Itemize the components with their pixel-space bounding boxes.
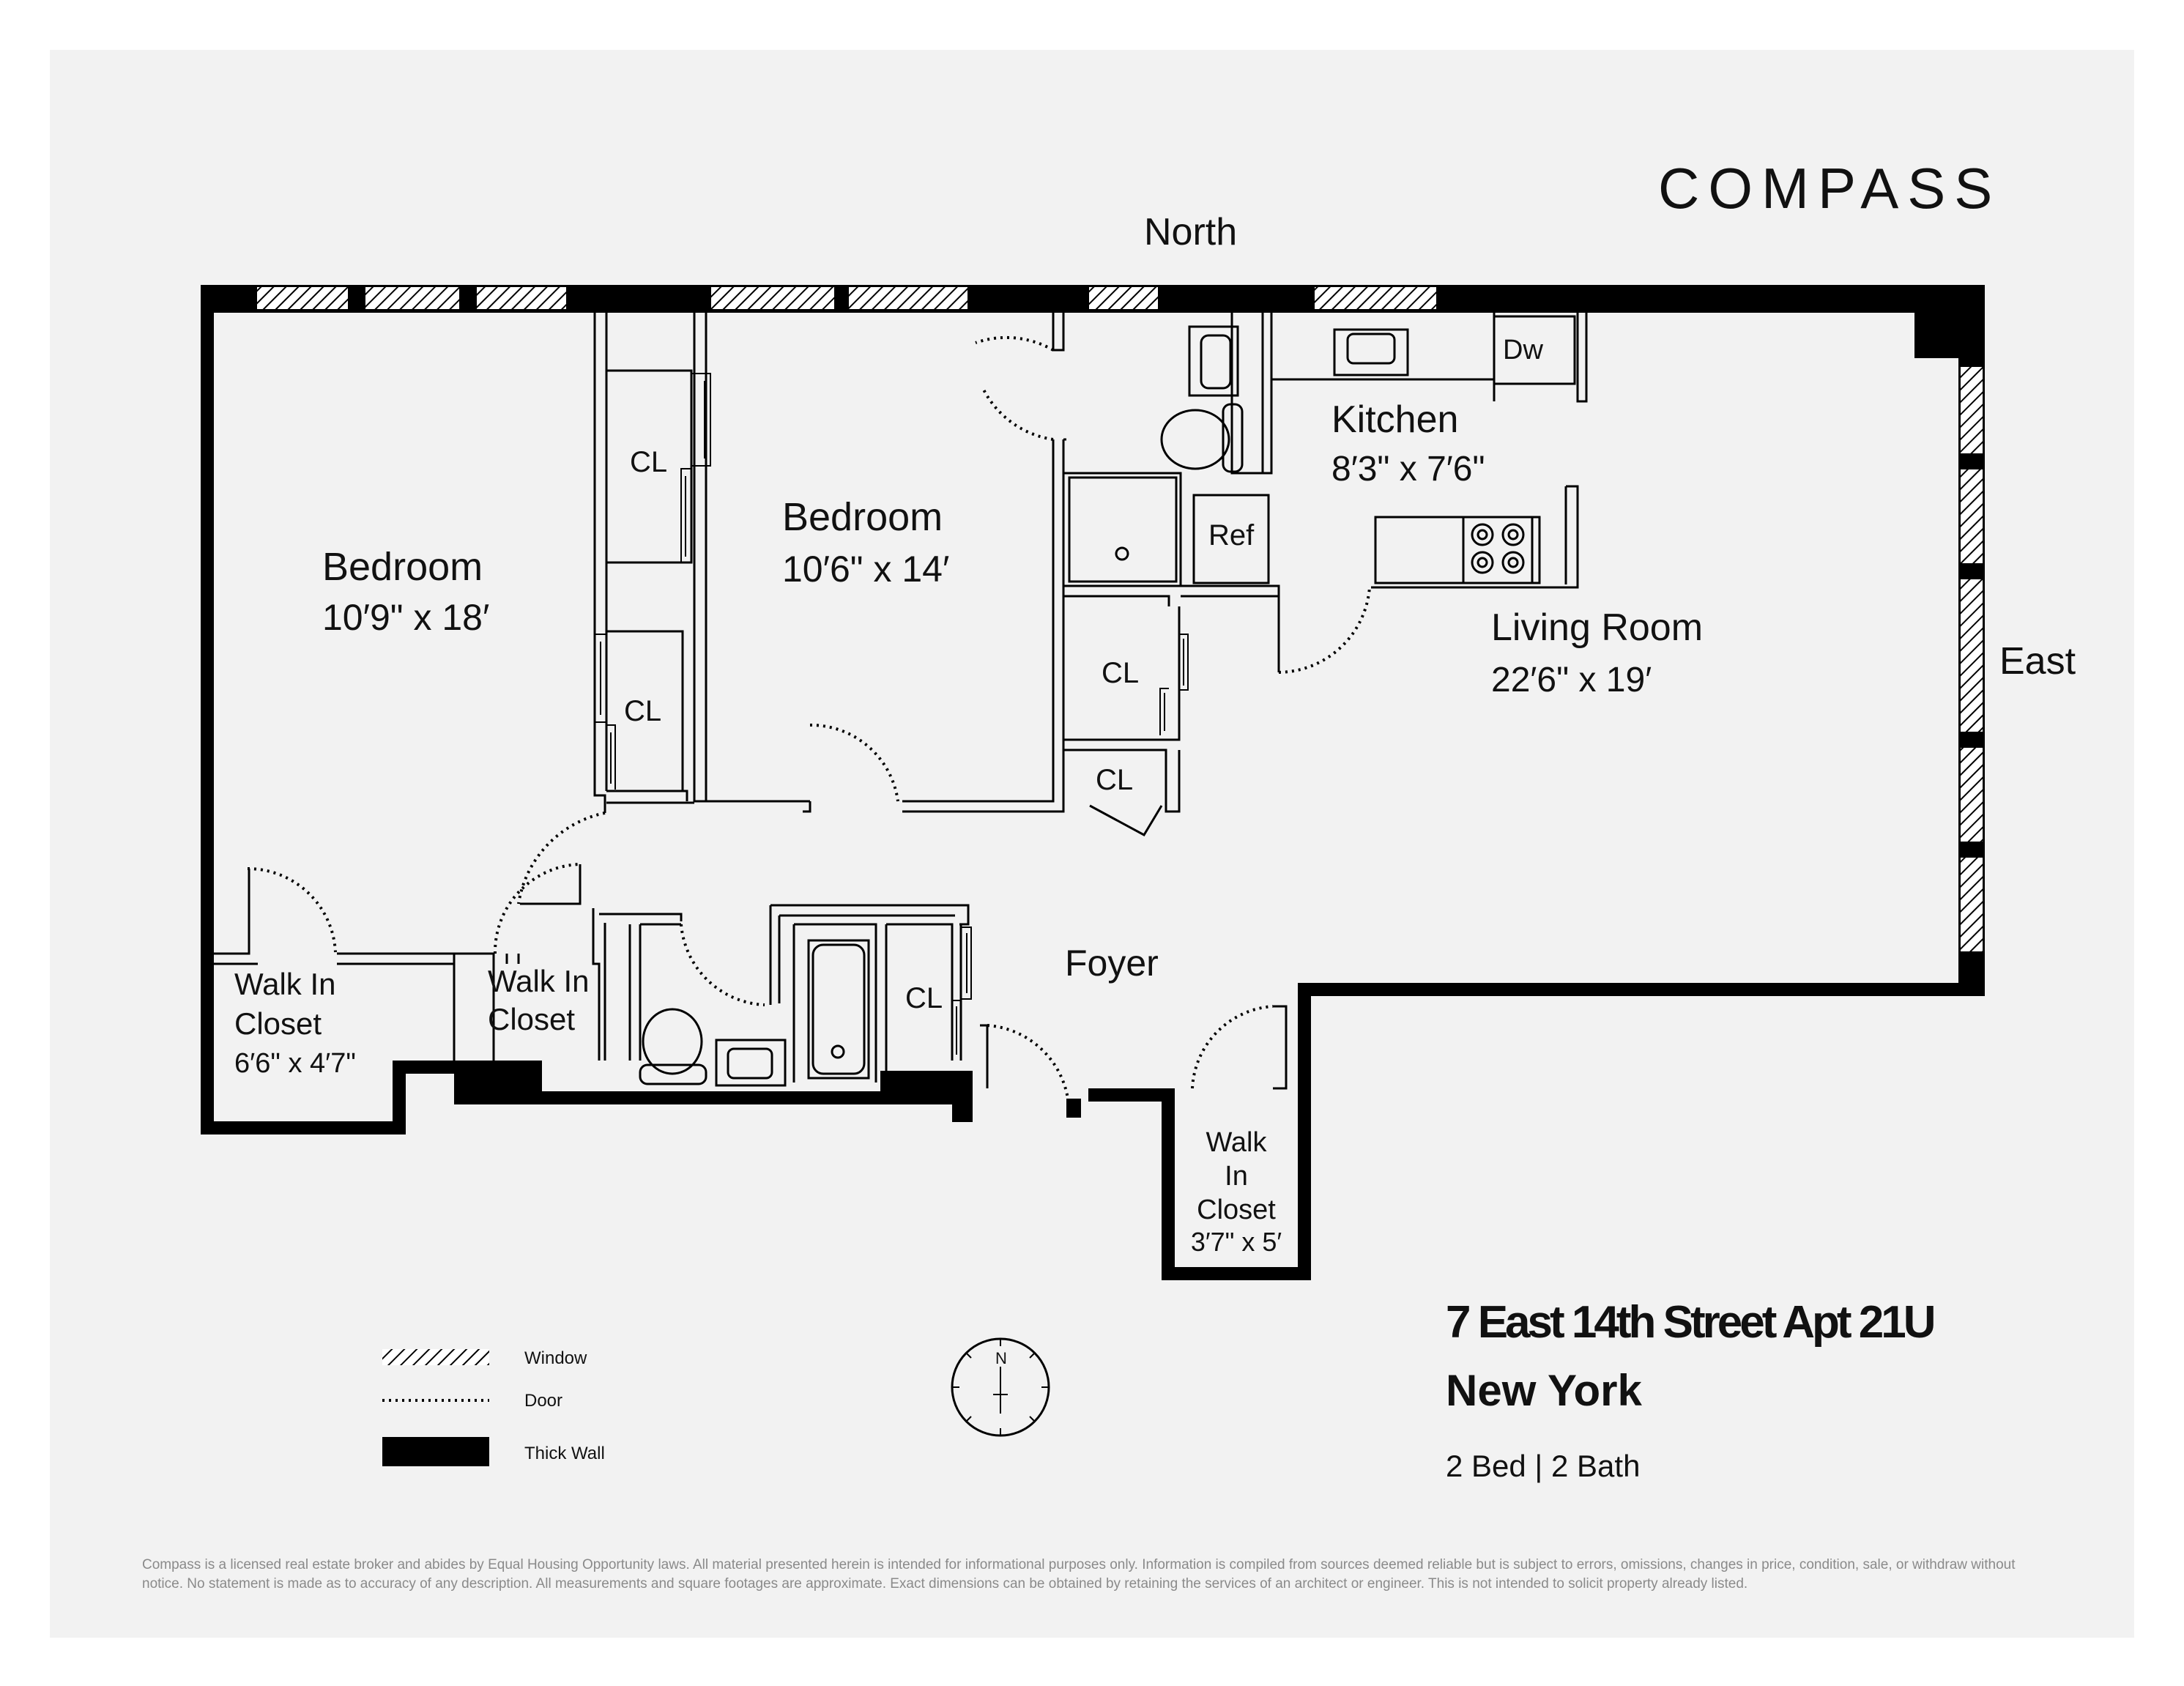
floor-plan-sheet: North East Bedroom 10′9" x 18′ Bedroom 1… [50,50,2134,1638]
bedroom-2-size: 10′6" x 14′ [782,549,949,590]
walk-in-closet-1-line2: Closet [234,1006,322,1041]
legend: Window Door Thick Wall [382,1348,605,1466]
legend-door-label: Door [524,1391,562,1411]
shower-icon [1068,476,1178,583]
sink-icon [1188,325,1239,397]
walk-in-closet-2-line1: Walk In [488,964,589,998]
room-labels: North East Bedroom 10′9" x 18′ Bedroom 1… [234,211,2076,1257]
foyer-name: Foyer [1065,943,1159,984]
window-swatch [382,1349,489,1365]
windows [256,286,1984,953]
beds-baths: 2 Bed | 2 Bath [1446,1449,1641,1483]
toilet-2-icon [642,1008,703,1075]
walk-in-closet-2-line2: Closet [488,1002,575,1036]
compass-north-letter: N [995,1349,1007,1367]
bedroom-1-name: Bedroom [322,545,483,589]
dishwasher-icon [1493,315,1576,385]
closet-label: CL [905,982,943,1014]
stove-icon [1462,516,1534,584]
kitchen-name: Kitchen [1331,398,1458,441]
compass-rose-icon: N [951,1337,1050,1437]
doors [247,335,1371,1099]
fixtures [639,315,1576,1087]
walk-in-closet-1-size: 6′6" x 4′7" [234,1048,356,1079]
closet-label: CL [624,695,661,727]
walk-in-closet-3-size: 3′7" x 5′ [1191,1227,1282,1257]
refrigerator-label: Ref [1208,519,1255,552]
sink-2-icon [715,1039,787,1087]
walk-in-closet-3-line3: Closet [1197,1195,1276,1225]
walk-in-closet-1-line1: Walk In [234,967,335,1001]
thick-walls [201,285,1985,1280]
sliding-door-marks [594,373,1189,1061]
compass-logo: COMPASS [1658,156,2002,220]
toilet-icon [1160,409,1230,470]
floor-plan-drawing: North East Bedroom 10′9" x 18′ Bedroom 1… [201,211,2076,1466]
thick-wall-swatch [382,1437,489,1466]
walk-in-closet-3-line1: Walk [1206,1127,1267,1158]
dishwasher-label: Dw [1503,335,1543,365]
bedroom-2-name: Bedroom [782,495,943,539]
living-room-name: Living Room [1491,606,1703,649]
kitchen-sink-icon [1333,328,1409,376]
legal-disclaimer: Compass is a licensed real estate broker… [142,1557,2016,1592]
closet-label: CL [1102,657,1139,689]
legend-window-label: Window [524,1348,587,1368]
closet-label: CL [1096,764,1133,796]
walk-in-closet-3-line2: In [1225,1161,1248,1192]
closet-label: CL [630,446,667,478]
interior-walls [214,313,1588,1090]
north-label: North [1144,211,1237,253]
bedroom-1-size: 10′9" x 18′ [322,597,489,638]
address-city: New York [1446,1366,1642,1415]
refrigerator-icon [1192,494,1270,584]
bathtub-icon [807,939,870,1080]
living-room-size: 22′6" x 19′ [1491,661,1652,699]
legend-thick-wall-label: Thick Wall [524,1444,605,1463]
kitchen-size: 8′3" x 7′6" [1331,450,1485,489]
address-title: 7 East 14th Street Apt 21U [1446,1297,1936,1348]
east-label: East [1999,640,2076,683]
